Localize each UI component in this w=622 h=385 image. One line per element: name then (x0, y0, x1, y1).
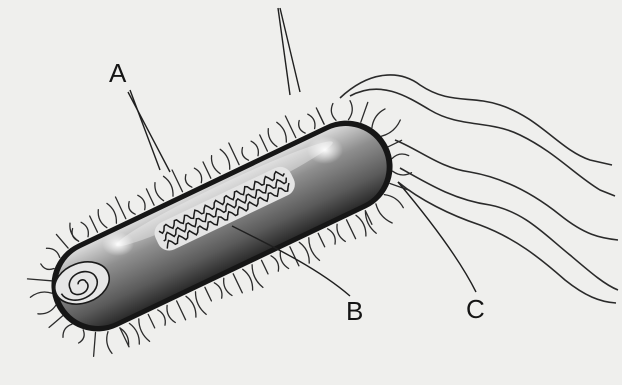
pilus (260, 135, 268, 151)
pilus (243, 269, 253, 290)
flagellum (395, 140, 618, 240)
pilus (299, 121, 306, 134)
pilus (146, 189, 154, 205)
pilus (337, 224, 345, 241)
pilus (129, 323, 139, 344)
pilus (172, 170, 182, 192)
pilus (277, 122, 287, 142)
pilus (94, 332, 96, 356)
pilus (252, 265, 263, 288)
pilus (63, 324, 72, 337)
pilus (285, 116, 295, 138)
pilus (376, 204, 392, 223)
pilus (148, 314, 155, 328)
pilus (308, 114, 315, 128)
pilus (331, 104, 336, 121)
pilus (347, 220, 356, 239)
pilus (164, 176, 174, 196)
pilus (211, 156, 220, 174)
leader-a (278, 8, 290, 95)
leader-a (130, 90, 160, 170)
pilus (271, 256, 279, 271)
pilus (155, 183, 164, 201)
pilus (299, 242, 309, 263)
pilus (49, 316, 63, 328)
pilus (177, 301, 186, 320)
pilus (30, 292, 52, 297)
label-c: C (466, 296, 485, 322)
pilus (388, 140, 402, 147)
pilus (195, 292, 206, 315)
pilus (318, 233, 325, 247)
highlight (102, 232, 134, 256)
pilus (107, 332, 112, 354)
pilus (328, 229, 336, 244)
pilus (220, 149, 230, 169)
pilus (98, 210, 107, 228)
pilus (158, 310, 166, 325)
highlight (307, 136, 343, 164)
pilus (81, 222, 88, 236)
pilus (90, 216, 98, 232)
leader-a (280, 8, 300, 92)
pilus (38, 305, 56, 314)
pilus (233, 274, 242, 293)
pilus (185, 175, 192, 188)
pilus (229, 143, 239, 165)
pilus (356, 215, 366, 236)
pilus (309, 238, 320, 261)
pilus (372, 109, 385, 128)
pilus (186, 296, 196, 317)
pilus (242, 148, 249, 161)
pilus (318, 111, 325, 125)
pilus (251, 141, 258, 156)
flagellum (398, 182, 616, 303)
pilus (194, 168, 201, 183)
pilus (268, 129, 277, 147)
pilus (47, 248, 60, 257)
pilus (384, 195, 403, 208)
pilus (224, 278, 232, 295)
pilus (203, 162, 211, 178)
pilus (262, 260, 269, 274)
pilus (392, 154, 409, 159)
pilus (116, 197, 126, 219)
pilus (349, 101, 353, 120)
pilus (56, 234, 68, 248)
pilus (138, 195, 145, 209)
pilus (28, 279, 52, 281)
label-b: B (346, 298, 363, 324)
pilus (214, 283, 222, 298)
pilus (139, 319, 150, 342)
pilus (129, 202, 136, 215)
flagellum (400, 168, 618, 290)
label-a: A (109, 60, 126, 86)
pilus (107, 203, 117, 223)
pilus (79, 330, 85, 343)
pilus (167, 305, 175, 322)
pilus (205, 287, 212, 301)
pilus (381, 120, 400, 136)
pilus (41, 264, 54, 270)
pilus (361, 102, 368, 122)
leader-a (128, 92, 170, 172)
